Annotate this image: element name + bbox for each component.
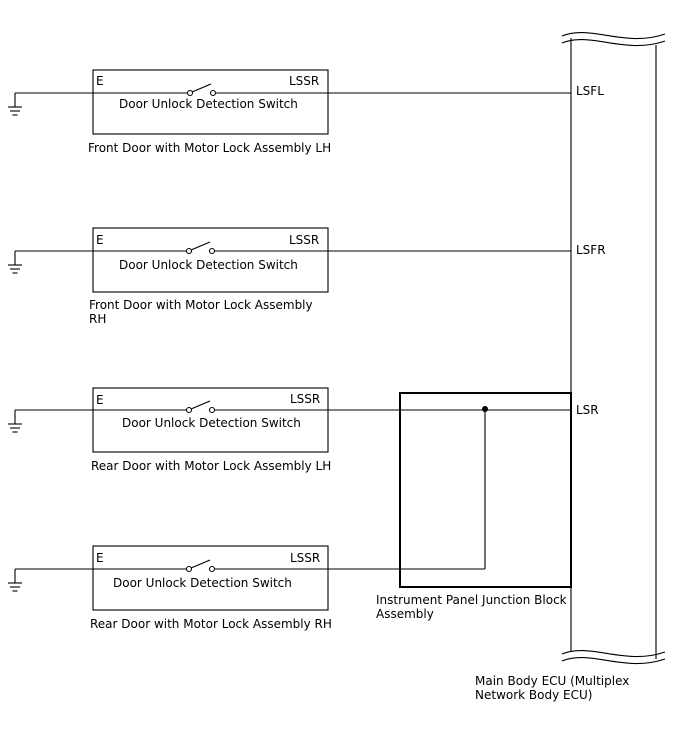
ecu-bottom-break-line-2 (561, 657, 666, 665)
ecu-pin-lsr: LSR (576, 403, 599, 417)
pin-lssr: LSSR (289, 74, 319, 88)
switch-contact-left (185, 247, 193, 255)
component-caption-line-2: RH (89, 312, 106, 326)
switch-blade (190, 559, 211, 569)
pin-e: E (96, 233, 104, 247)
ecu-bottom-break-line-1 (561, 650, 666, 658)
ground-symbol (8, 569, 22, 592)
switch-blade (190, 241, 211, 251)
switch-label: Door Unlock Detection Switch (122, 416, 301, 430)
junction-block-caption-line-1: Instrument Panel Junction Block (376, 593, 567, 607)
pin-e: E (96, 551, 104, 565)
ecu-pin-lsfr: LSFR (576, 243, 606, 257)
switch-label: Door Unlock Detection Switch (113, 576, 292, 590)
junction-block: Instrument Panel Junction Block Assembly (376, 392, 572, 621)
rear-door-rh-circuit: E LSSR Door Unlock Detection Switch Rear… (8, 545, 485, 631)
switch-contact-left (186, 89, 194, 97)
switch-contact-right (208, 565, 216, 573)
pin-lssr: LSSR (290, 551, 320, 565)
switch-blade (190, 400, 211, 410)
switch-contact-right (209, 89, 217, 97)
ecu-top-break-line-2 (561, 39, 666, 47)
ecu-pin-lsfl: LSFL (576, 84, 604, 98)
component-caption: Rear Door with Motor Lock Assembly LH (91, 459, 331, 473)
ground-symbol (8, 251, 22, 274)
ground-symbol (8, 410, 22, 433)
main-body-ecu: LSFL LSFR LSR Main Body ECU (Multiplex N… (475, 32, 666, 702)
component-box (92, 545, 329, 611)
front-door-lh-circuit: E LSSR Door Unlock Detection Switch Fron… (8, 69, 571, 155)
switch-contact-right (208, 247, 216, 255)
component-box (92, 227, 329, 293)
junction-block-outline (399, 392, 572, 588)
switch-blade (191, 83, 212, 93)
ecu-caption-line-1: Main Body ECU (Multiplex (475, 674, 629, 688)
pin-e: E (96, 393, 104, 407)
switch-contact-left (185, 406, 193, 414)
junction-block-caption-line-2: Assembly (376, 607, 434, 621)
component-caption: Front Door with Motor Lock Assembly LH (88, 141, 331, 155)
pin-e: E (96, 74, 104, 88)
switch-label: Door Unlock Detection Switch (119, 258, 298, 272)
ecu-caption-line-2: Network Body ECU) (475, 688, 592, 702)
component-box (92, 387, 329, 453)
pin-lssr: LSSR (290, 392, 320, 406)
pin-lssr: LSSR (289, 233, 319, 247)
component-box (92, 69, 329, 135)
component-caption-line-1: Front Door with Motor Lock Assembly (89, 298, 313, 312)
switch-label: Door Unlock Detection Switch (119, 97, 298, 111)
ground-symbol (8, 93, 22, 116)
rear-door-lh-circuit: E LSSR Door Unlock Detection Switch Rear… (8, 387, 571, 473)
splice-point (482, 406, 488, 412)
switch-contact-right (208, 406, 216, 414)
component-caption: Rear Door with Motor Lock Assembly RH (90, 617, 332, 631)
ecu-top-break-line-1 (561, 32, 666, 40)
front-door-rh-circuit: E LSSR Door Unlock Detection Switch Fron… (8, 227, 571, 326)
switch-contact-left (185, 565, 193, 573)
